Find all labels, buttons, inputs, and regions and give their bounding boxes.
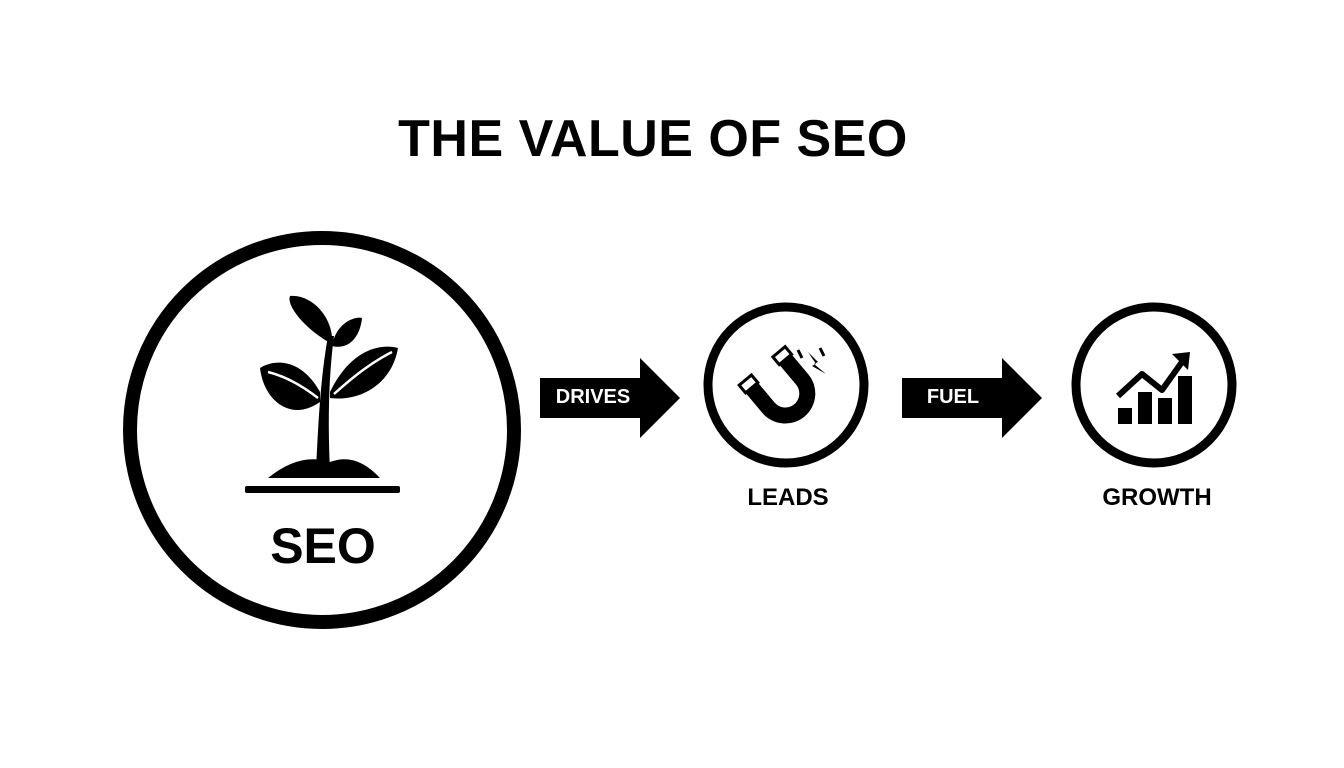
growth-node — [1071, 302, 1237, 468]
sprout-icon — [245, 295, 400, 493]
seo-node-label: SEO — [270, 518, 376, 574]
fuel-arrow — [902, 358, 1042, 438]
spark-icon — [796, 347, 826, 374]
drives-arrow — [540, 358, 680, 438]
leads-node-circle — [703, 302, 869, 468]
diagram-title: THE VALUE OF SEO — [398, 110, 908, 168]
growth-chart-icon — [1115, 352, 1192, 424]
fuel-arrow-label: FUEL — [926, 386, 980, 408]
growth-node-circle — [1071, 302, 1237, 468]
leads-node — [703, 302, 869, 468]
seo-node — [123, 231, 521, 629]
leads-node-label: LEADS — [747, 484, 829, 511]
drives-arrow-label: DRIVES — [555, 386, 631, 408]
magnet-icon — [737, 344, 816, 424]
growth-node-label: GROWTH — [1102, 484, 1212, 511]
seo-node-circle — [123, 231, 521, 629]
